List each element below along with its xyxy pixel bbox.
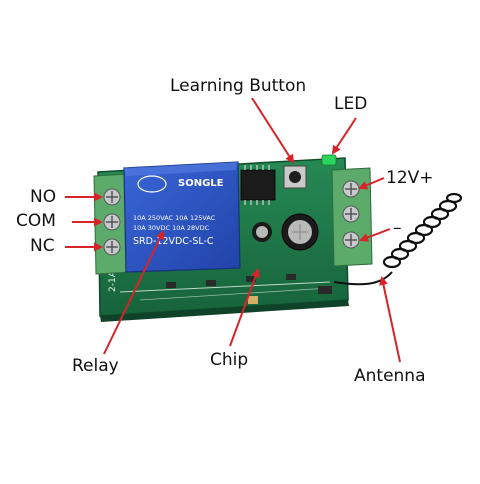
screw-terminal-nc xyxy=(103,238,121,256)
arrow-relay xyxy=(103,230,165,355)
relay-brand: SONGLE xyxy=(178,178,224,189)
arrow-learning-button xyxy=(251,97,295,164)
label-nc: NC xyxy=(30,236,55,256)
label-12v-positive: 12V+ xyxy=(386,168,434,188)
relay-component: SONGLE 10A 250VAC 10A 125VAC 10A 30VDC 1… xyxy=(123,161,241,273)
decoder-chip xyxy=(240,165,276,205)
label-chip: Chip xyxy=(210,350,249,370)
arrow-12v xyxy=(358,177,385,190)
learning-button-component xyxy=(283,165,307,189)
label-relay: Relay xyxy=(72,356,119,376)
relay-logo-icon xyxy=(137,175,167,193)
arrow-led xyxy=(331,117,357,155)
label-no: NO xyxy=(30,187,57,207)
label-learning-button: Learning Button xyxy=(170,76,307,96)
smd-components xyxy=(166,274,332,304)
callout-arrows xyxy=(65,97,401,363)
arrow-negative xyxy=(359,228,391,242)
relay-rating-line-2: 10A 30VDC 10A 28VDC xyxy=(133,224,210,232)
arrow-antenna xyxy=(379,276,401,363)
output-terminal-block xyxy=(93,173,133,275)
capacitor-small xyxy=(252,222,272,242)
label-led: LED xyxy=(334,94,368,114)
capacitor-large xyxy=(281,213,319,251)
label-negative: – xyxy=(393,218,402,238)
relay-model: SRD-12VDC-SL-C xyxy=(133,236,214,247)
screw-terminal-data xyxy=(342,231,360,249)
screw-terminal-negative xyxy=(342,205,360,223)
label-antenna: Antenna xyxy=(354,366,426,386)
antenna-coil xyxy=(333,192,463,286)
power-terminal-block xyxy=(331,167,373,267)
relay-rating-line-1: 10A 250VAC 10A 125VAC xyxy=(133,214,216,222)
screw-terminal-com xyxy=(103,213,121,231)
led-component xyxy=(321,154,337,166)
screw-terminal-positive xyxy=(342,180,360,198)
arrow-chip xyxy=(229,268,260,347)
label-com: COM xyxy=(16,211,56,231)
silkscreen-label: 2-1A xyxy=(108,270,118,292)
screw-terminal-no xyxy=(103,188,121,206)
